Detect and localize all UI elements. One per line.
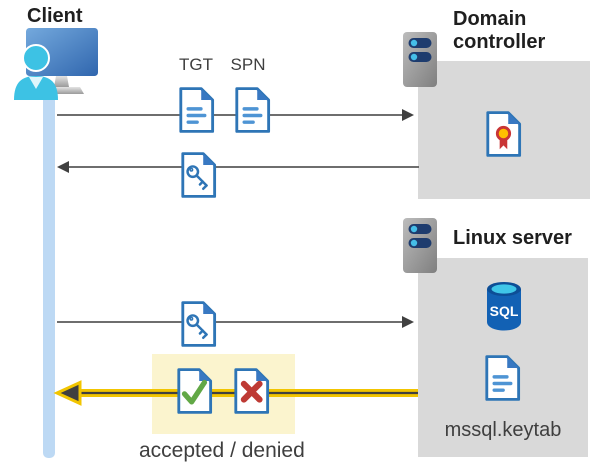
client-timeline-bar: [43, 88, 55, 458]
arrow-client-to-linux: [57, 316, 414, 328]
result-label: accepted / denied: [139, 439, 305, 462]
client-label: Client: [27, 5, 83, 27]
key-document-icon-2: [181, 301, 217, 347]
spn-document-icon: [235, 87, 271, 133]
spn-label: SPN: [230, 55, 266, 74]
linux-server-icon: [403, 218, 437, 273]
accepted-document-icon: [177, 368, 213, 414]
domain-controller-label: Domain controller: [453, 8, 546, 53]
client-computer-icon: [14, 28, 98, 100]
keytab-label: mssql.keytab: [444, 419, 562, 441]
tgt-label: TGT: [179, 55, 213, 74]
tgt-document-icon: [179, 87, 215, 133]
linux-server-label: Linux server: [453, 227, 572, 249]
sql-database-icon: SQL: [487, 282, 521, 331]
denied-document-icon: [234, 368, 270, 414]
dc-server-icon: [403, 32, 437, 87]
certificate-document-icon: [486, 111, 522, 157]
result-highlight-box: [152, 354, 295, 434]
person-icon: [14, 44, 58, 100]
arrow-dc-to-client: [57, 161, 419, 173]
keytab-document-icon: [485, 355, 521, 401]
key-document-icon: [181, 152, 217, 198]
sql-text: SQL: [490, 303, 519, 319]
